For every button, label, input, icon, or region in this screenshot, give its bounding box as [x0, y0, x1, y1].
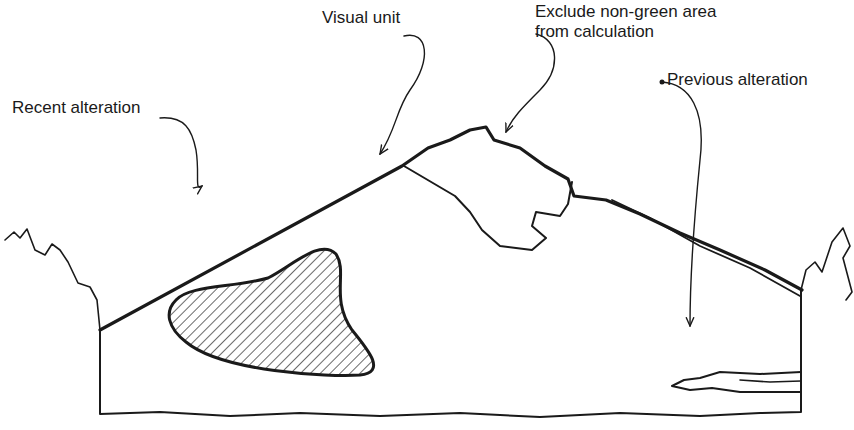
left-ridge [5, 229, 100, 330]
right-ridge [801, 228, 852, 300]
ridge-line [612, 200, 800, 296]
leader-arrow [160, 118, 202, 187]
leader-arrow [506, 34, 555, 132]
leader-dot [660, 80, 665, 85]
callout-label: Visual unit [322, 8, 442, 28]
previous-alteration-area [740, 380, 801, 382]
non-green-area [404, 166, 572, 250]
callout-label: Previous alteration [667, 70, 847, 90]
leader-arrow [662, 82, 701, 326]
callout-label: Recent alteration [12, 98, 172, 118]
leader-arrow [380, 35, 424, 154]
callout-label: Exclude non-green area from calculation [535, 2, 725, 42]
recent-alteration-area [169, 249, 374, 375]
previous-alteration-area [672, 372, 801, 392]
